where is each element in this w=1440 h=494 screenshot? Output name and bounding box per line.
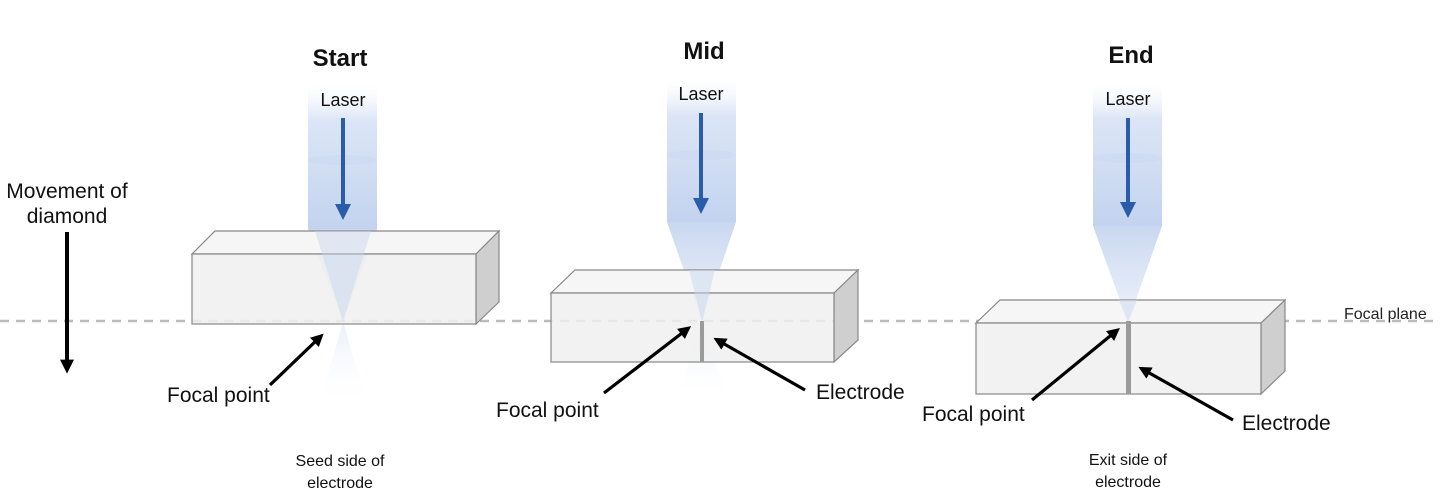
stage-start: Start Laser Focal point Seed side of ele… — [167, 45, 501, 492]
focal-point-label-end: Focal point — [922, 403, 1025, 426]
electrode-mid — [700, 321, 704, 362]
electrode-arrow-mid — [713, 337, 806, 392]
bottom-label-end-line1: Exit side of — [1089, 452, 1168, 469]
laser-label-end: Laser — [1105, 89, 1150, 109]
beam-diverge-start — [318, 322, 368, 408]
focal-point-arrow-end — [1030, 327, 1120, 402]
beam-cone-end — [1093, 226, 1162, 322]
movement-label-line1: Movement of — [6, 180, 128, 203]
beam-cone-inside-mid — [689, 270, 715, 322]
stage-title-start: Start — [313, 45, 368, 72]
bottom-label-start-line2: electrode — [307, 475, 373, 492]
focal-point-arrow-mid — [603, 326, 692, 395]
laser-label-mid: Laser — [678, 84, 723, 104]
electrode-label-end: Electrode — [1242, 412, 1331, 435]
bottom-label-end-line2: electrode — [1095, 474, 1161, 491]
stage-title-mid: Mid — [683, 38, 724, 65]
beam-cone-inside-end — [1119, 300, 1137, 322]
focal-point-arrow-start — [268, 333, 324, 387]
diamond-block-front-mid — [550, 292, 835, 363]
stage-mid: Mid Laser Focal point Electrode — [496, 38, 905, 422]
electrode-end — [1126, 321, 1131, 394]
diamond-block-front-end — [975, 322, 1262, 395]
electrode-label-mid: Electrode — [816, 381, 905, 404]
electrode-arrow-end — [1138, 366, 1234, 422]
stage-end: End Laser Focal point Electrode Exit sid… — [922, 42, 1331, 491]
focal-point-label-mid: Focal point — [496, 399, 599, 422]
diamond-block-front-start — [191, 253, 477, 325]
bottom-label-start-line1: Seed side of — [296, 453, 386, 470]
focal-plane-label: Focal plane — [1344, 306, 1427, 323]
laser-label-start: Laser — [320, 90, 365, 110]
focal-point-label-start: Focal point — [167, 384, 270, 407]
stage-title-end: End — [1108, 42, 1153, 69]
movement-label-line2: diamond — [27, 205, 108, 228]
beam-cone-inside-start — [315, 231, 371, 322]
